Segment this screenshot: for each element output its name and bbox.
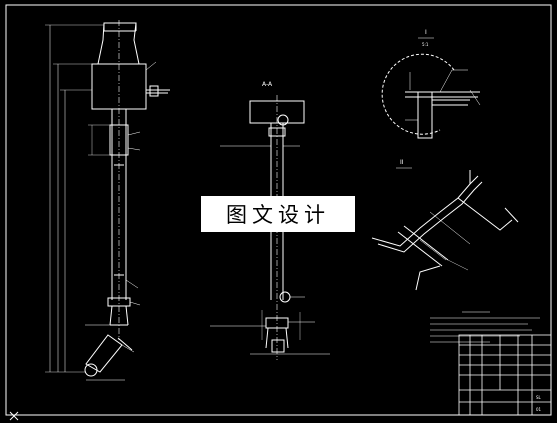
left-assembly-view [45, 20, 170, 381]
ucs-axis-icon [9, 411, 19, 421]
drawing-frame [5, 4, 552, 416]
title-block-code: SL [536, 395, 542, 400]
section-mark-aa: A-A [262, 81, 273, 88]
detail-i-scale: 5:1 [422, 42, 429, 47]
detail-ii-view [371, 167, 519, 291]
title-block-sheet: 01 [536, 407, 542, 412]
detail-i-view [381, 37, 481, 139]
watermark-banner: 图文设计 [201, 196, 355, 232]
detail-ii-label: II [400, 159, 404, 166]
title-block [458, 334, 552, 416]
detail-i-label: I [425, 29, 427, 36]
technical-notes [430, 311, 540, 343]
